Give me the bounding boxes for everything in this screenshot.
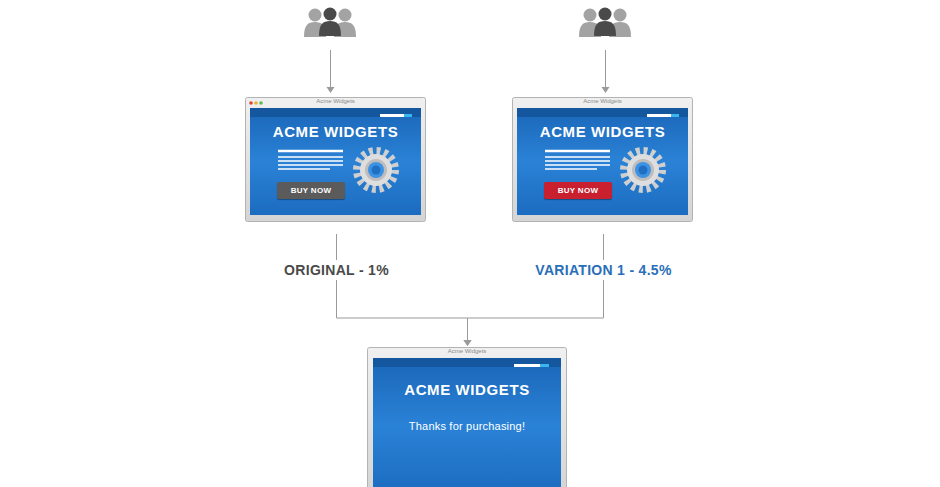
- window-title: Acme Widgets: [367, 348, 567, 354]
- user-group-icon: [579, 8, 631, 38]
- browser-page: Acme WidgetsACME WIDGETS BUY NOW: [512, 97, 693, 222]
- window-title: Acme Widgets: [245, 98, 426, 104]
- window-title: Acme Widgets: [512, 98, 693, 104]
- browser-window: [368, 348, 567, 487]
- browser-window: [246, 98, 426, 222]
- button-label: BUY NOW: [277, 182, 345, 199]
- traffic-arrow: [327, 50, 610, 93]
- browser-page: Acme WidgetsACME WIDGETS BUY NOW: [245, 97, 426, 222]
- conversion-rate-label: ORIGINAL - 1%: [278, 260, 395, 280]
- button-label: BUY NOW: [544, 182, 612, 199]
- page-heading: ACME WIDGETS: [512, 123, 693, 140]
- flow-connector: [464, 234, 604, 346]
- browser-window: [513, 98, 693, 222]
- page-heading: ACME WIDGETS: [367, 381, 567, 398]
- buy-button: BUY NOW: [277, 182, 345, 199]
- page-heading: ACME WIDGETS: [245, 123, 426, 140]
- conversion-rate-label: VARIATION 1 - 4.5%: [529, 260, 677, 280]
- buy-button: BUY NOW: [544, 182, 612, 199]
- browser-page: Acme WidgetsACME WIDGETS Thanks for purch…: [367, 347, 567, 487]
- confirmation-text: Thanks for purchasing!: [367, 420, 567, 432]
- flow-connector: [337, 234, 472, 346]
- user-group-icon: [304, 8, 356, 38]
